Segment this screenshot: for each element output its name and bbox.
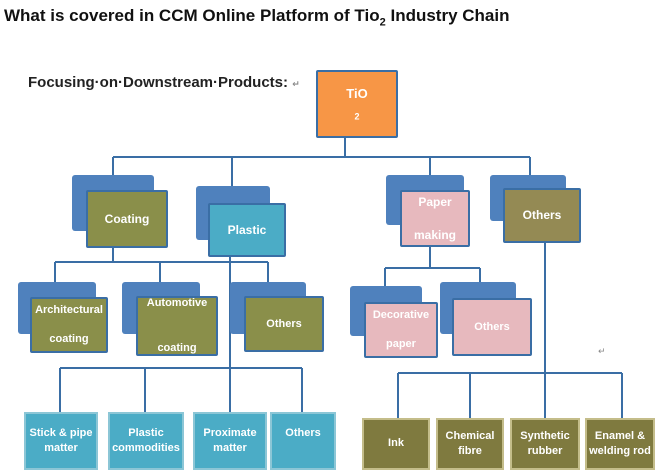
return-mark: ↵: [598, 346, 606, 356]
leaf-enamel-welding-rod: Enamel &welding rod: [585, 418, 655, 470]
node-coating: Coating: [86, 190, 168, 248]
node-others: Others: [503, 188, 581, 243]
node-plastic: Plastic: [208, 203, 286, 257]
leaf-ink: Ink: [362, 418, 430, 470]
node-paper-others: Others: [452, 298, 532, 356]
node-coating-others: Others: [244, 296, 324, 352]
leaf-plastic-others: Others: [270, 412, 336, 470]
page-title: What is covered in CCM Online Platform o…: [4, 6, 510, 29]
diagram-subtitle: Focusing·on·Downstream·Products: ↵: [28, 74, 300, 91]
